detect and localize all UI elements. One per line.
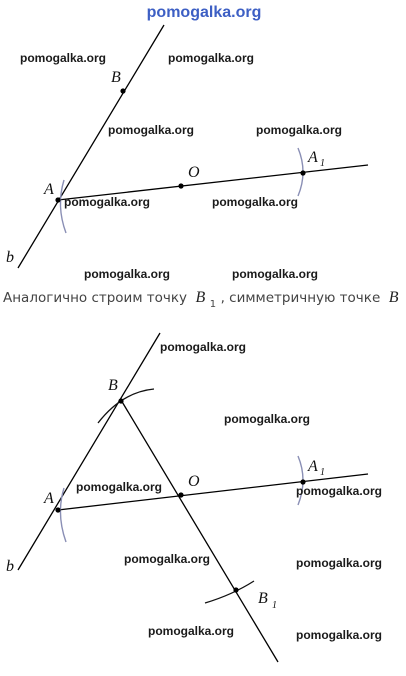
point-o — [178, 492, 184, 498]
label-b1-subscript: 1 — [272, 600, 277, 611]
watermarks-figure-2: pomogalka.org pomogalka.org pomogalka.or… — [76, 340, 382, 642]
point-b — [118, 398, 124, 404]
caption: Аналогично строим точку B 1 , симметричн… — [3, 289, 399, 311]
point-a1 — [300, 170, 306, 176]
point-a1 — [300, 479, 306, 485]
compass-arc-b — [97, 388, 155, 424]
watermark: pomogalka.org — [296, 484, 382, 498]
watermark: pomogalka.org — [160, 340, 246, 354]
watermark: pomogalka.org — [232, 267, 318, 281]
watermark: pomogalka.org — [76, 480, 162, 494]
label-b: B — [108, 377, 118, 394]
point-b — [120, 88, 126, 94]
caption-target-point: B — [389, 289, 399, 306]
point-o — [178, 183, 184, 189]
watermark: pomogalka.org — [64, 195, 150, 209]
label-a1-subscript: 1 — [320, 467, 325, 478]
line-b — [17, 24, 165, 269]
segment-a-a1 — [57, 164, 369, 201]
label-a1: A — [307, 149, 318, 166]
label-b: B — [111, 69, 121, 86]
label-o: O — [188, 164, 200, 181]
caption-text-before: Аналогично строим точку — [3, 290, 187, 306]
segment-a-a1 — [57, 473, 369, 511]
compass-arc-b1 — [204, 580, 255, 604]
watermark: pomogalka.org — [124, 552, 210, 566]
label-line-b: b — [6, 558, 14, 575]
caption-text-middle: , симметричную точке — [221, 290, 381, 306]
watermark: pomogalka.org — [84, 267, 170, 281]
segment-b-b1 — [120, 399, 279, 663]
compass-arc-a — [59, 179, 67, 234]
watermark: pomogalka.org — [296, 556, 382, 570]
label-a1: A — [307, 458, 318, 475]
label-a: A — [43, 181, 54, 198]
watermark: pomogalka.org — [224, 412, 310, 426]
point-b1 — [233, 587, 239, 593]
caption-point-subscript: 1 — [210, 299, 216, 310]
point-a — [55, 197, 61, 203]
site-header: pomogalka.org — [147, 4, 262, 21]
watermark: pomogalka.org — [212, 195, 298, 209]
point-a — [55, 507, 61, 513]
label-o: O — [188, 473, 200, 490]
label-b1: B — [258, 590, 268, 607]
figure-1: B A O A 1 b — [6, 24, 369, 269]
watermark: pomogalka.org — [148, 624, 234, 638]
watermark: pomogalka.org — [296, 628, 382, 642]
compass-arc-a — [59, 487, 67, 543]
watermark: pomogalka.org — [168, 51, 254, 65]
watermarks-figure-1: pomogalka.org pomogalka.org pomogalka.or… — [20, 51, 342, 281]
figure-2: B A O A 1 B 1 b — [6, 332, 369, 663]
label-line-b: b — [6, 249, 14, 266]
label-a1-subscript: 1 — [320, 158, 325, 169]
label-a: A — [43, 490, 54, 507]
line-b — [17, 332, 161, 571]
watermark: pomogalka.org — [20, 51, 106, 65]
caption-point: B — [196, 289, 206, 306]
watermark: pomogalka.org — [256, 123, 342, 137]
watermark: pomogalka.org — [108, 123, 194, 137]
